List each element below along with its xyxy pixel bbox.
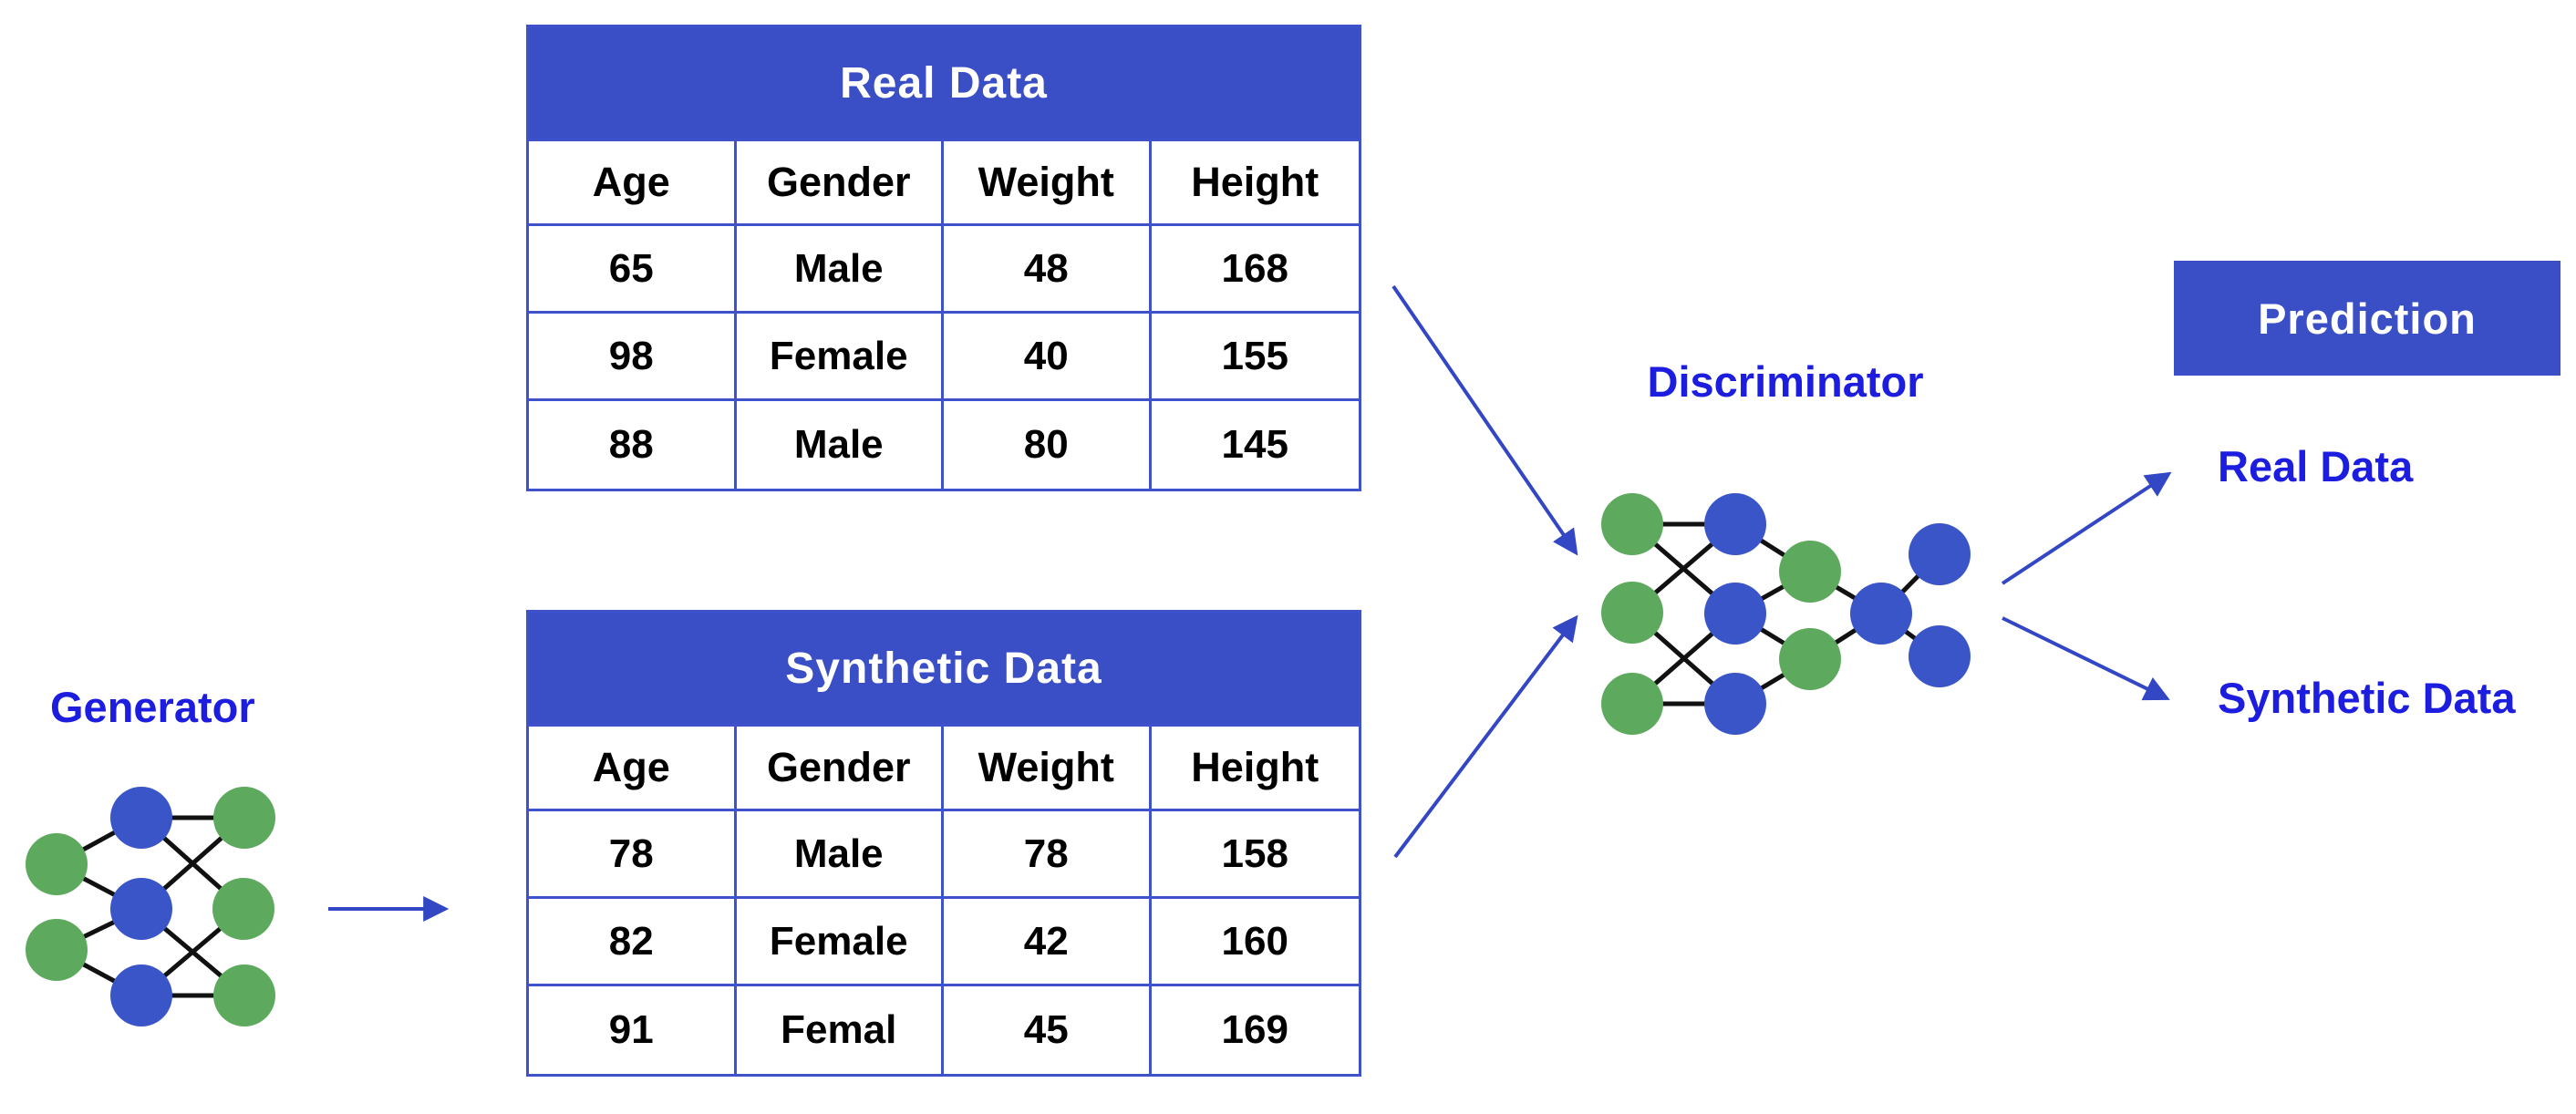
data-cell: 40 xyxy=(944,314,1152,401)
discriminator-node xyxy=(1909,523,1971,585)
generator-node xyxy=(213,964,275,1026)
table-title: Synthetic Data xyxy=(529,613,1359,727)
discriminator-to-synthetic-arrow xyxy=(2002,616,2170,701)
discriminator-node xyxy=(1779,541,1841,603)
data-cell: 45 xyxy=(944,986,1152,1074)
discriminator-node xyxy=(1601,673,1663,735)
discriminator-label: Discriminator xyxy=(1647,357,1924,406)
data-cell: 48 xyxy=(944,226,1152,314)
prediction-synthetic-data-label: Synthetic Data xyxy=(2218,674,2516,722)
prediction-box: Prediction xyxy=(2174,261,2560,376)
generator-node xyxy=(110,878,172,940)
generator-node xyxy=(110,964,172,1026)
data-cell: Femal xyxy=(736,986,944,1074)
real-data-table: Real Data Age Gender Weight Height 65 Ma… xyxy=(526,25,1361,491)
table-title: Real Data xyxy=(529,27,1359,141)
discriminator-node xyxy=(1601,493,1663,555)
data-cell: 155 xyxy=(1151,314,1359,401)
discriminator-node xyxy=(1779,628,1841,690)
generator-node xyxy=(26,833,88,895)
discriminator-node xyxy=(1704,493,1766,555)
data-cell: Male xyxy=(736,226,944,314)
discriminator-to-real-arrow xyxy=(2001,471,2172,585)
prediction-real-data-label: Real Data xyxy=(2218,442,2414,490)
generator-node xyxy=(110,787,172,849)
data-cell: 145 xyxy=(1151,401,1359,489)
data-cell: 91 xyxy=(529,986,737,1074)
generator-network xyxy=(26,787,275,1026)
column-header-cell: Gender xyxy=(736,727,944,811)
real-to-discriminator-arrow xyxy=(1391,284,1578,556)
synthetic-to-discriminator-arrow xyxy=(1393,614,1578,859)
data-cell: 98 xyxy=(529,314,737,401)
discriminator-node xyxy=(1704,673,1766,735)
data-cell: 78 xyxy=(529,811,737,899)
data-cell: 82 xyxy=(529,899,737,986)
column-header-cell: Age xyxy=(529,727,737,811)
discriminator-node xyxy=(1601,582,1663,644)
generator-node xyxy=(26,919,88,981)
column-header-cell: Weight xyxy=(944,141,1152,226)
data-cell: 158 xyxy=(1151,811,1359,899)
data-cell: 42 xyxy=(944,899,1152,986)
generator-node xyxy=(213,787,275,849)
discriminator-node xyxy=(1909,625,1971,687)
data-cell: Female xyxy=(736,314,944,401)
discriminator-node xyxy=(1850,583,1912,645)
column-header-cell: Height xyxy=(1151,141,1359,226)
discriminator-network xyxy=(1601,493,1971,735)
data-cell: Female xyxy=(736,899,944,986)
prediction-box-title: Prediction xyxy=(2258,294,2477,343)
synthetic-data-table: Synthetic Data Age Gender Weight Height … xyxy=(526,610,1361,1077)
generator-node xyxy=(212,878,274,940)
column-header-cell: Gender xyxy=(736,141,944,226)
data-cell: Male xyxy=(736,401,944,489)
column-header-cell: Weight xyxy=(944,727,1152,811)
discriminator-node xyxy=(1704,583,1766,645)
column-header-cell: Height xyxy=(1151,727,1359,811)
data-cell: 168 xyxy=(1151,226,1359,314)
data-cell: 169 xyxy=(1151,986,1359,1074)
data-cell: 78 xyxy=(944,811,1152,899)
data-cell: Male xyxy=(736,811,944,899)
generator-label: Generator xyxy=(50,683,255,731)
real-data-grid: Age Gender Weight Height 65 Male 48 168 … xyxy=(529,141,1359,489)
data-cell: 160 xyxy=(1151,899,1359,986)
data-cell: 80 xyxy=(944,401,1152,489)
column-header-cell: Age xyxy=(529,141,737,226)
data-cell: 88 xyxy=(529,401,737,489)
synthetic-data-grid: Age Gender Weight Height 78 Male 78 158 … xyxy=(529,727,1359,1074)
data-cell: 65 xyxy=(529,226,737,314)
